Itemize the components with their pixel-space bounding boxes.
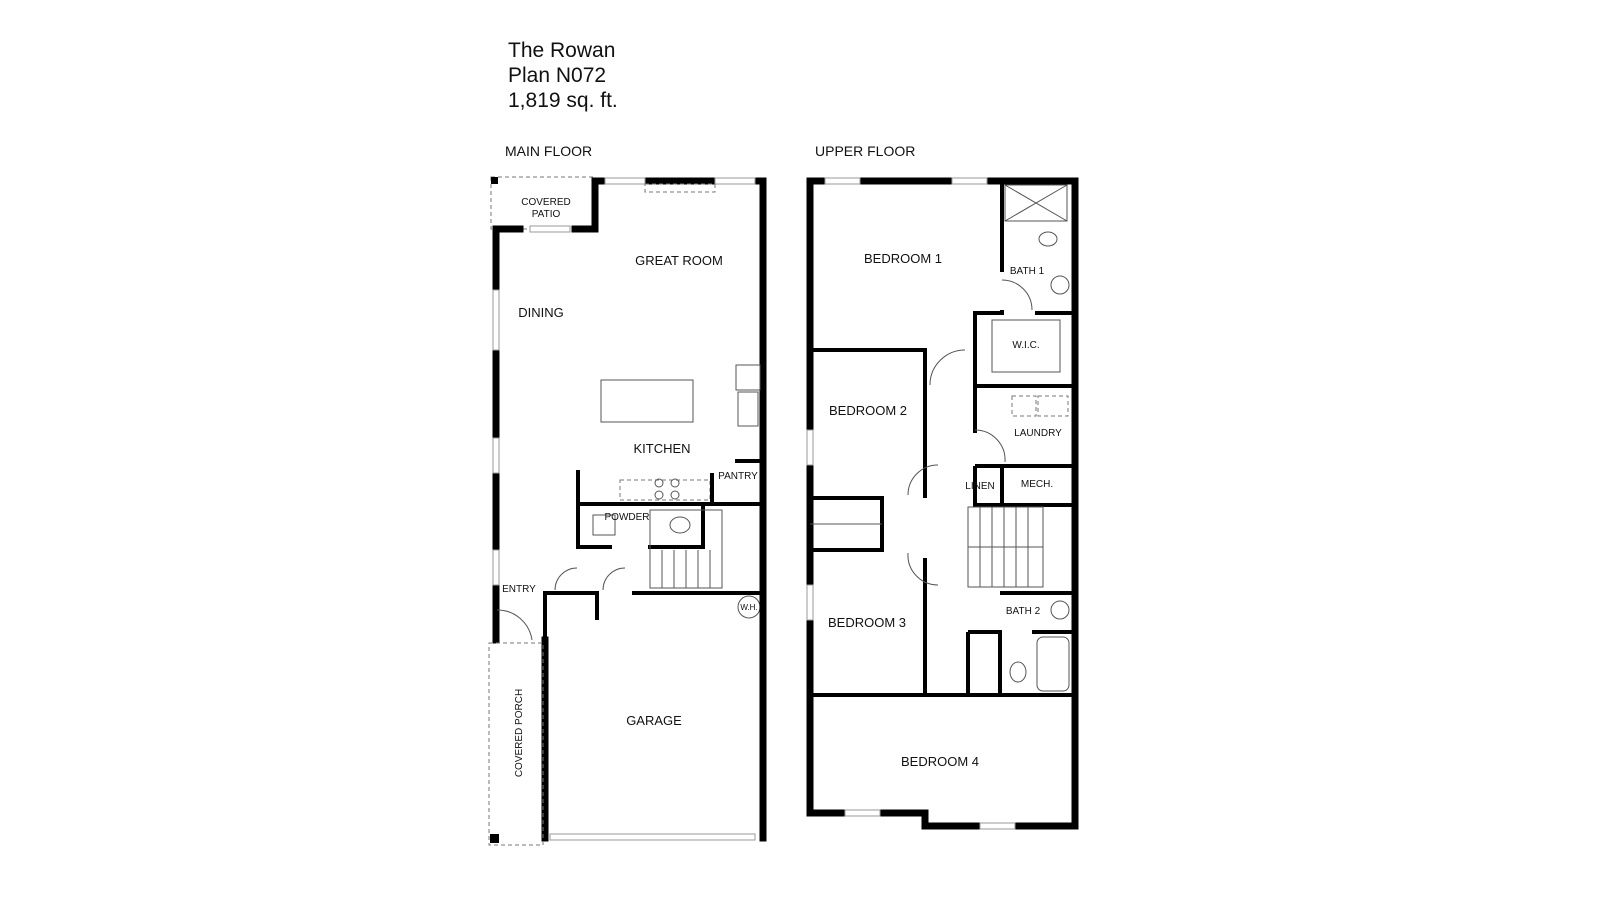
- window: [951, 177, 988, 185]
- wic-wall: [973, 310, 1075, 388]
- mech-label: MECH.: [1021, 479, 1053, 490]
- toilet: [669, 516, 691, 534]
- plan-title-block: The Rowan Plan N072 1,819 sq. ft.: [508, 38, 618, 113]
- plan-number: Plan N072: [508, 64, 607, 87]
- entry-closet-wall: [543, 591, 599, 640]
- window: [604, 177, 646, 185]
- window: [979, 822, 1016, 830]
- kitchen-label: KITCHEN: [633, 441, 690, 456]
- bathtub: [1036, 636, 1070, 692]
- kitchen-sink: [737, 391, 759, 427]
- covered-porch-label: COVERED PORCH: [514, 689, 525, 777]
- window: [492, 549, 500, 586]
- kitchen-island: [600, 379, 694, 423]
- covered-porch-outline: [488, 642, 544, 846]
- powder-sink: [592, 514, 616, 536]
- window: [844, 809, 881, 817]
- bath-1-label: BATH 1: [1010, 266, 1045, 277]
- dryer: [1037, 395, 1069, 417]
- bath-2-label: BATH 2: [1006, 606, 1041, 617]
- entry-label: ENTRY: [502, 584, 536, 595]
- closet-door-swing: [554, 567, 578, 591]
- door-swing: [929, 349, 966, 386]
- garage-door-swing: [602, 567, 626, 591]
- upper-floor-label: UPPER FLOOR: [815, 143, 916, 159]
- porch-post: [490, 834, 499, 843]
- entry-door-swing: [496, 609, 533, 641]
- bedroom-3-label: BEDROOM 3: [828, 615, 906, 630]
- fireplace: [644, 183, 716, 193]
- wic-label: W.I.C.: [1012, 340, 1039, 351]
- stairs: [967, 506, 1044, 588]
- laundry-label: LAUNDRY: [1014, 428, 1062, 439]
- bedroom-2-label: BEDROOM 2: [829, 403, 907, 418]
- upper-exterior-wall: [806, 177, 1079, 830]
- main-exterior-wall-left: [492, 225, 524, 644]
- main-exterior-wall-top-right: [591, 177, 767, 599]
- bedroom-2-wall: [810, 348, 927, 498]
- plan-area: 1,819 sq. ft.: [508, 89, 618, 112]
- great-room-label: GREAT ROOM: [635, 253, 723, 268]
- laundry-door-swing: [974, 429, 1006, 463]
- wic-shelf: [991, 319, 1061, 373]
- upper-floor-plan: BEDROOM 1 BATH 1 W.I.C. BEDROOM 2 LAUNDR…: [806, 177, 1079, 830]
- garage-label: GARAGE: [626, 713, 682, 728]
- powder-wall: [576, 470, 612, 549]
- covered-patio-label: COVERED: [521, 197, 570, 208]
- washer: [1011, 395, 1037, 417]
- door-swing: [907, 552, 939, 586]
- bedroom-4-label: BEDROOM 4: [901, 754, 979, 769]
- bath-2-sink: [1050, 600, 1070, 620]
- main-floor-label: MAIN FLOOR: [505, 143, 593, 159]
- door-swing: [907, 464, 939, 496]
- refrigerator: [735, 364, 761, 391]
- covered-patio-label: PATIO: [532, 209, 561, 220]
- linen-label: LINEN: [965, 481, 994, 492]
- main-floor-plan: COVERED PATIO GREAT ROOM DINING KITCHEN …: [488, 176, 767, 846]
- patio-post: [491, 177, 498, 184]
- toilet: [1038, 231, 1058, 247]
- toilet: [1009, 661, 1027, 683]
- powder-wall: [648, 504, 705, 549]
- water-heater-label: W.H.: [740, 603, 757, 612]
- garage-door: [549, 833, 756, 841]
- linen-mech-wall: [973, 466, 1075, 507]
- bedroom-1-label: BEDROOM 1: [864, 251, 942, 266]
- counter: [619, 479, 711, 501]
- pantry-label: PANTRY: [718, 471, 758, 482]
- plan-name: The Rowan: [508, 39, 616, 62]
- shower: [1004, 184, 1068, 222]
- dining-label: DINING: [518, 305, 564, 320]
- bath-1-sink: [1050, 275, 1070, 295]
- window: [806, 429, 814, 466]
- window: [492, 437, 500, 474]
- window: [714, 177, 756, 185]
- stairs: [649, 509, 723, 589]
- window: [492, 289, 500, 351]
- bath-1-door-swing: [1001, 279, 1033, 311]
- window: [806, 584, 814, 621]
- window: [824, 177, 861, 185]
- patio-slider-door: [529, 225, 571, 233]
- bath-2-wall: [968, 630, 1002, 695]
- powder-label: POWDER: [605, 512, 650, 523]
